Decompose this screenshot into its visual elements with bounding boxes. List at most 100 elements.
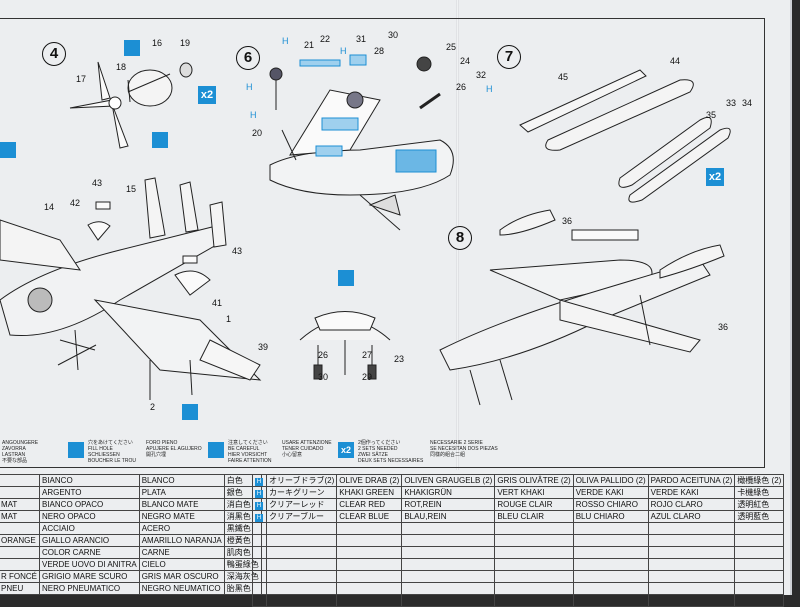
- color-cell: BLU CHIARO: [572, 510, 649, 523]
- color-cell: CLEAR RED: [336, 498, 403, 511]
- color-cell: カーキグリーン: [265, 486, 338, 499]
- color-callout: H: [486, 84, 493, 94]
- part-number: 36: [718, 322, 729, 332]
- color-cell: クリアーブルー: [265, 510, 338, 523]
- cut-icon: [124, 40, 140, 56]
- color-callout: H: [340, 46, 347, 56]
- step-number-6: 6: [236, 46, 260, 70]
- color-cell: クリアーレッド: [265, 498, 338, 511]
- x2-icon: x2: [338, 442, 354, 458]
- color-cell: CLEAR BLUE: [336, 510, 403, 523]
- legend-text: FORO PIENO APUJERE EL AGUJERO 開孔穴埋: [146, 440, 202, 458]
- empty-row: [252, 546, 785, 559]
- legend-text: 穴をあけてください FILL HOLE SCHLIESSEN BOUCHER L…: [88, 440, 136, 464]
- color-cell: ROT,REIN: [401, 498, 496, 511]
- color-cell: BLANCO: [138, 474, 225, 487]
- color-callout: H: [246, 82, 253, 92]
- part-number: 42: [70, 198, 81, 208]
- color-cell: BIANCO: [39, 474, 140, 487]
- color-cell: KHAKIGRÜN: [401, 486, 496, 499]
- step-number-4: 4: [42, 42, 66, 66]
- color-cell: CIELO: [138, 558, 225, 571]
- step8-assembly-drawing: [439, 209, 725, 406]
- color-cell: PARDO ACEITUNA (2): [647, 474, 736, 487]
- color-cell: BLAU,REIN: [401, 510, 496, 523]
- part-number: 41: [212, 298, 223, 308]
- color-cell: 透明紅色: [734, 498, 785, 511]
- color-cell: 橄欖綠色 (2): [734, 474, 785, 487]
- part-number: 16: [152, 38, 163, 48]
- color-swatch-icon: H: [255, 489, 263, 498]
- step-number-7: 7: [497, 45, 521, 69]
- glue-icon: [338, 270, 354, 286]
- empty-row: [252, 558, 785, 571]
- empty-row: [252, 522, 785, 535]
- x2-badge: x2: [706, 168, 724, 186]
- part-number: 31: [356, 34, 367, 44]
- color-cell: R FONCÉ: [0, 570, 40, 583]
- part-number: 30: [388, 30, 399, 40]
- color-cell: 透明藍色: [734, 510, 785, 523]
- part-number: 15: [126, 184, 137, 194]
- color-cell: ACERO: [138, 522, 225, 535]
- glue-icon: [152, 132, 168, 148]
- color-cell: MAT: [0, 510, 40, 523]
- color-cell: MAT: [0, 498, 40, 511]
- color-cell: OLIVA PALLIDO (2): [572, 474, 649, 487]
- glue-icon: [208, 442, 224, 458]
- color-cell: 卡機綠色: [734, 486, 785, 499]
- part-number: 43: [92, 178, 103, 188]
- color-cell: ROSSO CHIARO: [572, 498, 649, 511]
- main-airframe-drawing: [0, 177, 262, 400]
- part-number: 43: [232, 246, 243, 256]
- part-number: 44: [670, 56, 681, 66]
- part-number: 34: [742, 98, 753, 108]
- color-cell: ARGENTO: [39, 486, 140, 499]
- part-number: 26: [318, 350, 329, 360]
- empty-row: [252, 570, 785, 583]
- color-cell: ACCIAIO: [39, 522, 140, 535]
- color-cell: NERO OPACO: [39, 510, 140, 523]
- color-cell: GRIS MAR OSCURO: [138, 570, 225, 583]
- legend-text: USARE ATTENZIONE TENER CUIDADO 小心留意: [282, 440, 332, 458]
- empty-row: [252, 594, 785, 607]
- step-number-8: 8: [448, 226, 472, 250]
- color-cell: OLIVE DRAB (2): [336, 474, 403, 487]
- color-cell: BIANCO OPACO: [39, 498, 140, 511]
- part-number: 22: [320, 34, 331, 44]
- color-swatch-icon: H: [255, 501, 263, 510]
- hole-icon: [182, 404, 198, 420]
- part-number: 23: [394, 354, 405, 364]
- steps-frame: [0, 18, 765, 468]
- color-cell: CARNE: [138, 546, 225, 559]
- color-cell: H: [252, 474, 267, 487]
- part-number: 24: [460, 56, 471, 66]
- part-number: 1: [226, 314, 232, 324]
- color-callout: H: [282, 36, 289, 46]
- color-cell: NERO PNEUMATICO: [39, 582, 140, 595]
- star-icon: [0, 142, 16, 158]
- color-cell: [0, 558, 40, 571]
- color-cell: GIALLO ARANCIO: [39, 534, 140, 547]
- drill-icon: [68, 442, 84, 458]
- color-cell: AMARILLO NARANJA: [138, 534, 225, 547]
- part-number: 45: [558, 72, 569, 82]
- part-number: 2: [150, 402, 156, 412]
- color-cell: GRIS OLIVÂTRE (2): [494, 474, 574, 487]
- color-cell: VERDE KAKI: [647, 486, 736, 499]
- color-cell: AZUL CLARO: [647, 510, 736, 523]
- empty-row: [252, 534, 785, 547]
- part-number: 33: [726, 98, 737, 108]
- part-number: 21: [304, 40, 315, 50]
- part-number: 26: [456, 82, 467, 92]
- color-cell: [0, 522, 40, 535]
- step7-tanks-drawing: [519, 69, 731, 203]
- legend-text: 注意してください BE CAREFUL HIER VORSICHT FAIRE …: [228, 440, 272, 464]
- part-number: 18: [116, 62, 127, 72]
- color-cell: NEGRO MATE: [138, 510, 225, 523]
- part-number: 17: [76, 74, 87, 84]
